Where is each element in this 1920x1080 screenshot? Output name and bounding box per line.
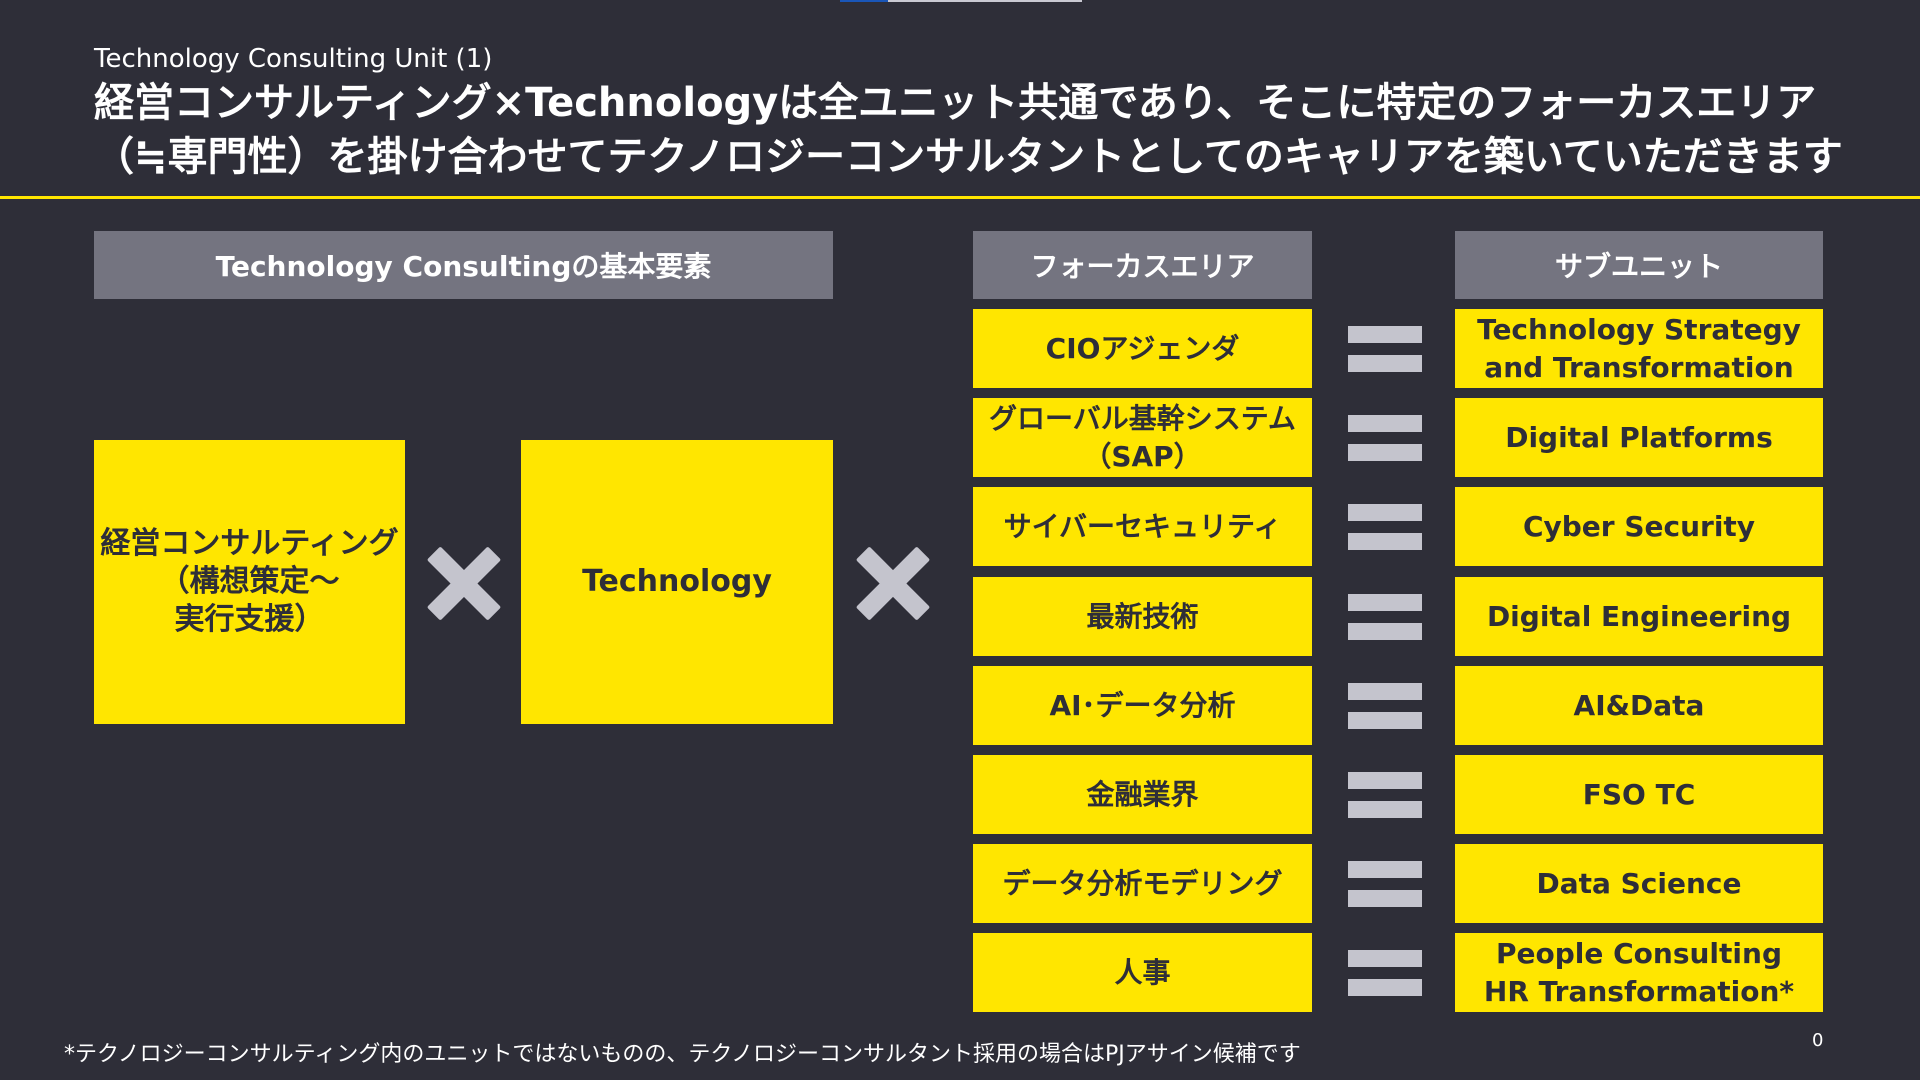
subunit-item: Technology Strategy and Transformation bbox=[1455, 309, 1823, 388]
focus-area-item: 最新技術 bbox=[973, 577, 1312, 656]
focus-area-item: サイバーセキュリティ bbox=[973, 487, 1312, 566]
equals-icon bbox=[1348, 594, 1422, 640]
focus-area-item: CIOアジェンダ bbox=[973, 309, 1312, 388]
subunit-item: FSO TC bbox=[1455, 755, 1823, 834]
footnote: *テクノロジーコンサルティング内のユニットではないものの、テクノロジーコンサルタ… bbox=[64, 1042, 1301, 1067]
equals-icon bbox=[1348, 326, 1422, 372]
focus-area-item: 金融業界 bbox=[973, 755, 1312, 834]
focus-area-header: フォーカスエリア bbox=[973, 231, 1312, 299]
basics-header: Technology Consultingの基本要素 bbox=[94, 231, 833, 299]
equals-icon bbox=[1348, 861, 1422, 907]
focus-area-item: グローバル基幹システム （SAP） bbox=[973, 398, 1312, 477]
equals-icon bbox=[1348, 772, 1422, 818]
equals-icon bbox=[1348, 415, 1422, 461]
consulting-box: 経営コンサルティング （構想策定〜 実行支援） bbox=[94, 440, 405, 724]
multiply-icon bbox=[425, 544, 503, 622]
subunit-item: Digital Platforms bbox=[1455, 398, 1823, 477]
focus-area-item: AI･データ分析 bbox=[973, 666, 1312, 745]
equals-icon bbox=[1348, 950, 1422, 996]
subunit-item: People Consulting HR Transformation* bbox=[1455, 933, 1823, 1012]
technology-box: Technology bbox=[521, 440, 833, 724]
subunit-item: AI&Data bbox=[1455, 666, 1823, 745]
subunit-item: Data Science bbox=[1455, 844, 1823, 923]
title-divider bbox=[0, 196, 1920, 199]
multiply-icon bbox=[854, 544, 932, 622]
equals-icon bbox=[1348, 504, 1422, 550]
page-number: 0 bbox=[1812, 1030, 1824, 1051]
focus-area-item: 人事 bbox=[973, 933, 1312, 1012]
focus-area-item: データ分析モデリング bbox=[973, 844, 1312, 923]
top-progress-indicator bbox=[840, 0, 1082, 2]
subunit-item: Digital Engineering bbox=[1455, 577, 1823, 656]
equals-icon bbox=[1348, 683, 1422, 729]
slide-title: 経営コンサルティング×Technologyは全ユニット共通であり、そこに特定のフ… bbox=[94, 80, 1843, 180]
slide-subtitle: Technology Consulting Unit (1) bbox=[94, 44, 493, 74]
subunit-item: Cyber Security bbox=[1455, 487, 1823, 566]
subunit-header: サブユニット bbox=[1455, 231, 1823, 299]
